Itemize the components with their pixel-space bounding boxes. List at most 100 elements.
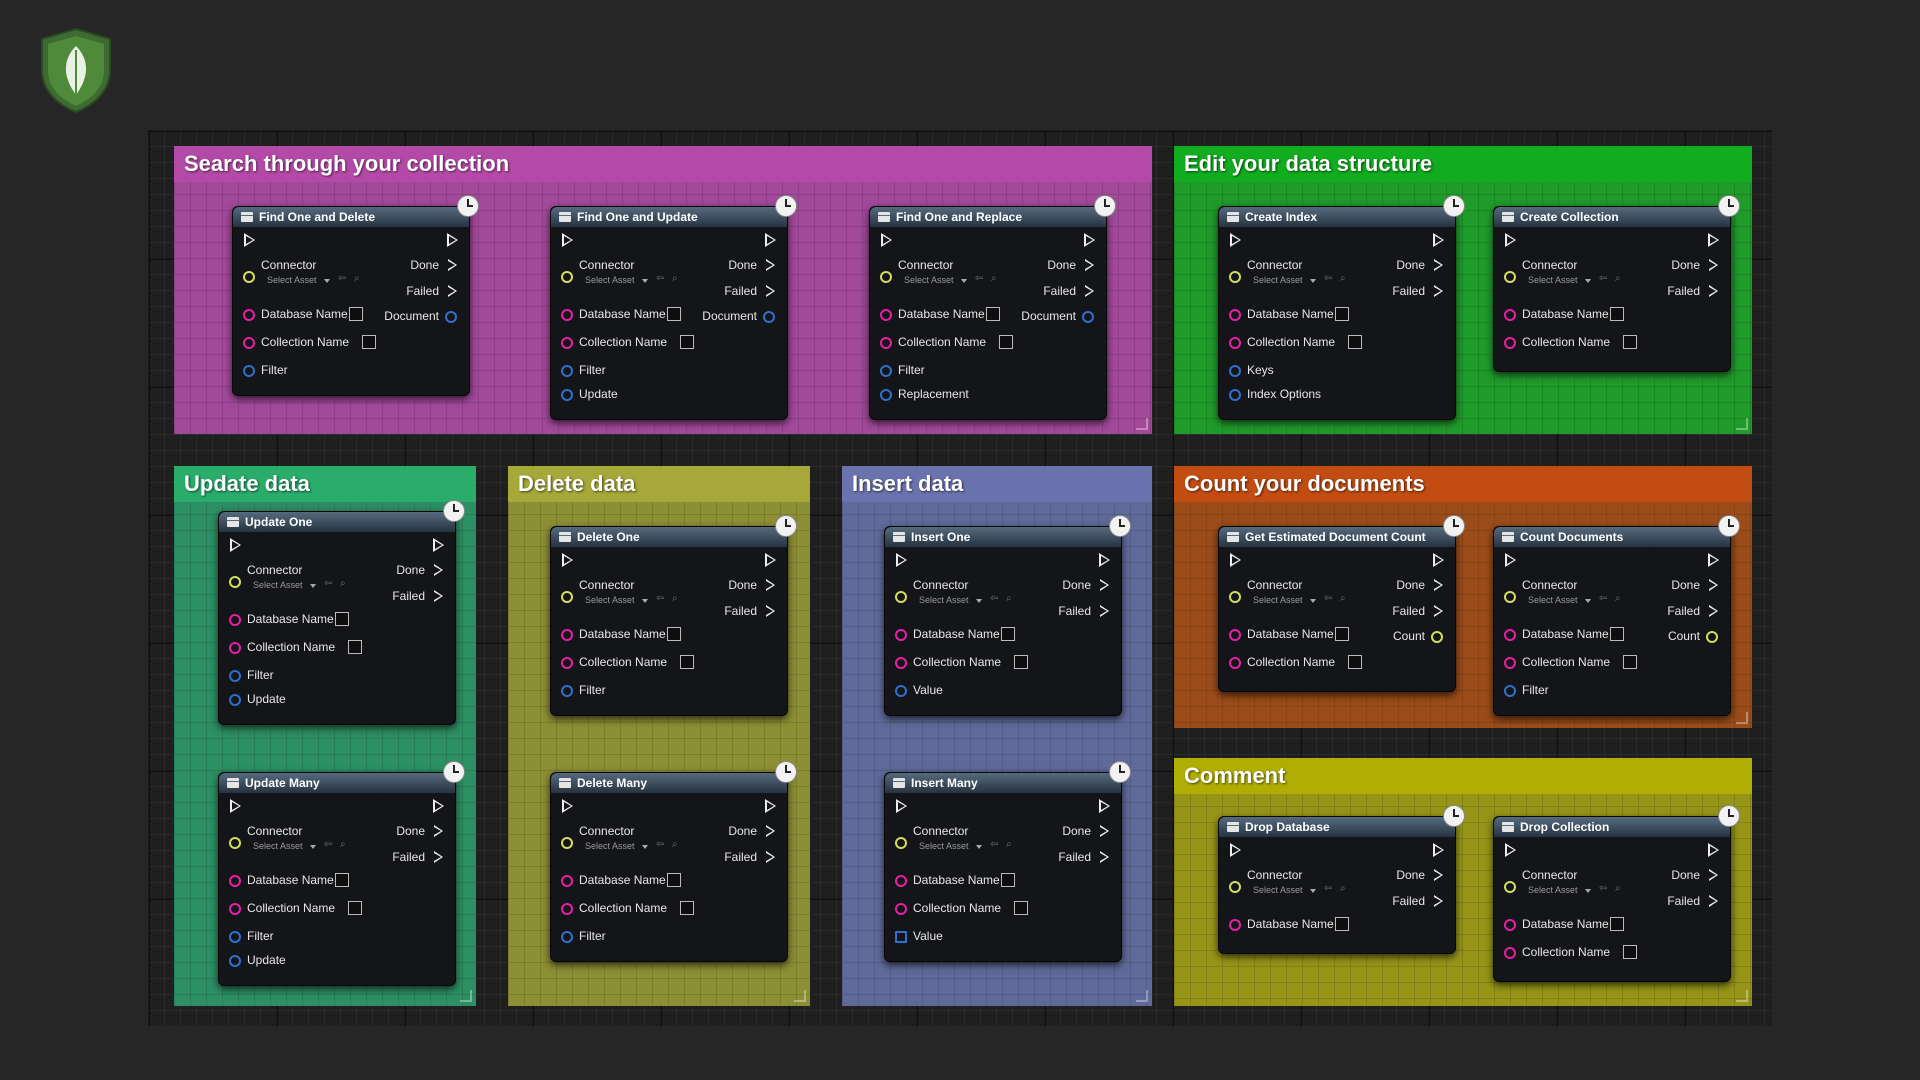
collection-name-pin[interactable] <box>561 657 573 669</box>
browse-search-icon[interactable]: ⌕ <box>340 578 346 589</box>
database-name-pin[interactable] <box>1229 629 1241 641</box>
done-exec-pin[interactable] <box>766 259 775 271</box>
done-exec-pin[interactable] <box>1434 579 1443 591</box>
output-document-pin[interactable] <box>763 311 775 323</box>
use-selected-arrow-icon[interactable]: ⇦ <box>656 273 665 284</box>
database-name-value-box[interactable] <box>1334 307 1349 321</box>
done-exec-pin[interactable] <box>1434 869 1443 881</box>
database-name-value-box[interactable] <box>666 627 681 641</box>
browse-search-icon[interactable]: ⌕ <box>672 273 678 284</box>
use-selected-arrow-icon[interactable]: ⇦ <box>324 578 333 589</box>
select-asset-dropdown[interactable]: Select Asset <box>253 580 303 590</box>
database-name-pin[interactable] <box>561 309 573 321</box>
browse-search-icon[interactable]: ⌕ <box>672 839 678 850</box>
collection-name-value-box[interactable] <box>679 335 694 349</box>
collection-name-pin[interactable] <box>561 337 573 349</box>
failed-exec-pin[interactable] <box>1709 285 1718 297</box>
done-exec-pin[interactable] <box>1085 259 1094 271</box>
connector-pin[interactable] <box>880 271 892 283</box>
node-title[interactable]: Delete Many <box>551 773 787 793</box>
browse-search-icon[interactable]: ⌕ <box>1615 883 1621 894</box>
use-selected-arrow-icon[interactable]: ⇦ <box>1324 593 1333 604</box>
exec-in-pin[interactable] <box>230 799 241 813</box>
index-options-pin[interactable] <box>1229 389 1241 401</box>
output-document-pin[interactable] <box>1082 311 1094 323</box>
blueprint-graph-canvas[interactable]: Search through your collection Edit your… <box>148 130 1772 1026</box>
select-asset-dropdown[interactable]: Select Asset <box>919 595 969 605</box>
collection-name-value-box[interactable] <box>1622 655 1637 669</box>
exec-out-pin[interactable] <box>1708 843 1719 857</box>
filter-pin[interactable] <box>229 670 241 682</box>
connector-pin[interactable] <box>1229 271 1241 283</box>
browse-search-icon[interactable]: ⌕ <box>672 593 678 604</box>
database-name-value-box[interactable] <box>1000 873 1015 887</box>
resize-handle[interactable] <box>1136 418 1148 430</box>
database-name-pin[interactable] <box>561 875 573 887</box>
resize-handle[interactable] <box>794 990 806 1002</box>
resize-handle[interactable] <box>1736 418 1748 430</box>
collection-name-value-box[interactable] <box>679 655 694 669</box>
database-name-value-box[interactable] <box>666 873 681 887</box>
database-name-pin[interactable] <box>1504 919 1516 931</box>
database-name-value-box[interactable] <box>1000 627 1015 641</box>
node-title[interactable]: Create Collection <box>1494 207 1730 227</box>
use-selected-arrow-icon[interactable]: ⇦ <box>990 593 999 604</box>
browse-search-icon[interactable]: ⌕ <box>1340 273 1346 284</box>
failed-exec-pin[interactable] <box>448 285 457 297</box>
use-selected-arrow-icon[interactable]: ⇦ <box>1599 883 1608 894</box>
collection-name-value-box[interactable] <box>1622 335 1637 349</box>
select-asset-dropdown[interactable]: Select Asset <box>919 841 969 851</box>
failed-exec-pin[interactable] <box>766 605 775 617</box>
database-name-pin[interactable] <box>243 309 255 321</box>
collection-name-pin[interactable] <box>1229 337 1241 349</box>
value-pin[interactable] <box>895 931 907 943</box>
keys-pin[interactable] <box>1229 365 1241 377</box>
use-selected-arrow-icon[interactable]: ⇦ <box>1324 273 1333 284</box>
browse-search-icon[interactable]: ⌕ <box>1615 593 1621 604</box>
done-exec-pin[interactable] <box>1709 259 1718 271</box>
exec-out-pin[interactable] <box>1099 553 1110 567</box>
select-asset-dropdown[interactable]: Select Asset <box>585 595 635 605</box>
failed-exec-pin[interactable] <box>434 851 443 863</box>
collection-name-pin[interactable] <box>1504 337 1516 349</box>
resize-handle[interactable] <box>1736 712 1748 724</box>
replacement-pin[interactable] <box>880 389 892 401</box>
collection-name-value-box[interactable] <box>998 335 1013 349</box>
use-selected-arrow-icon[interactable]: ⇦ <box>324 839 333 850</box>
node-title[interactable]: Update Many <box>219 773 455 793</box>
failed-exec-pin[interactable] <box>434 590 443 602</box>
collection-name-pin[interactable] <box>229 642 241 654</box>
exec-out-pin[interactable] <box>1099 799 1110 813</box>
filter-pin[interactable] <box>880 365 892 377</box>
collection-name-value-box[interactable] <box>1347 655 1362 669</box>
exec-out-pin[interactable] <box>765 553 776 567</box>
failed-exec-pin[interactable] <box>1434 285 1443 297</box>
exec-out-pin[interactable] <box>1433 553 1444 567</box>
output-count-pin[interactable] <box>1431 631 1443 643</box>
failed-exec-pin[interactable] <box>1100 605 1109 617</box>
use-selected-arrow-icon[interactable]: ⇦ <box>990 839 999 850</box>
output-count-pin[interactable] <box>1706 631 1718 643</box>
done-exec-pin[interactable] <box>766 579 775 591</box>
node-title[interactable]: Create Index <box>1219 207 1455 227</box>
database-name-value-box[interactable] <box>1609 627 1624 641</box>
select-asset-dropdown[interactable]: Select Asset <box>1528 885 1578 895</box>
database-name-value-box[interactable] <box>985 307 1000 321</box>
browse-search-icon[interactable]: ⌕ <box>1006 593 1012 604</box>
resize-handle[interactable] <box>1136 990 1148 1002</box>
done-exec-pin[interactable] <box>434 825 443 837</box>
exec-in-pin[interactable] <box>1230 843 1241 857</box>
select-asset-dropdown[interactable]: Select Asset <box>253 841 303 851</box>
connector-pin[interactable] <box>561 837 573 849</box>
use-selected-arrow-icon[interactable]: ⇦ <box>1324 883 1333 894</box>
update-pin[interactable] <box>229 694 241 706</box>
done-exec-pin[interactable] <box>1709 579 1718 591</box>
exec-in-pin[interactable] <box>1505 553 1516 567</box>
